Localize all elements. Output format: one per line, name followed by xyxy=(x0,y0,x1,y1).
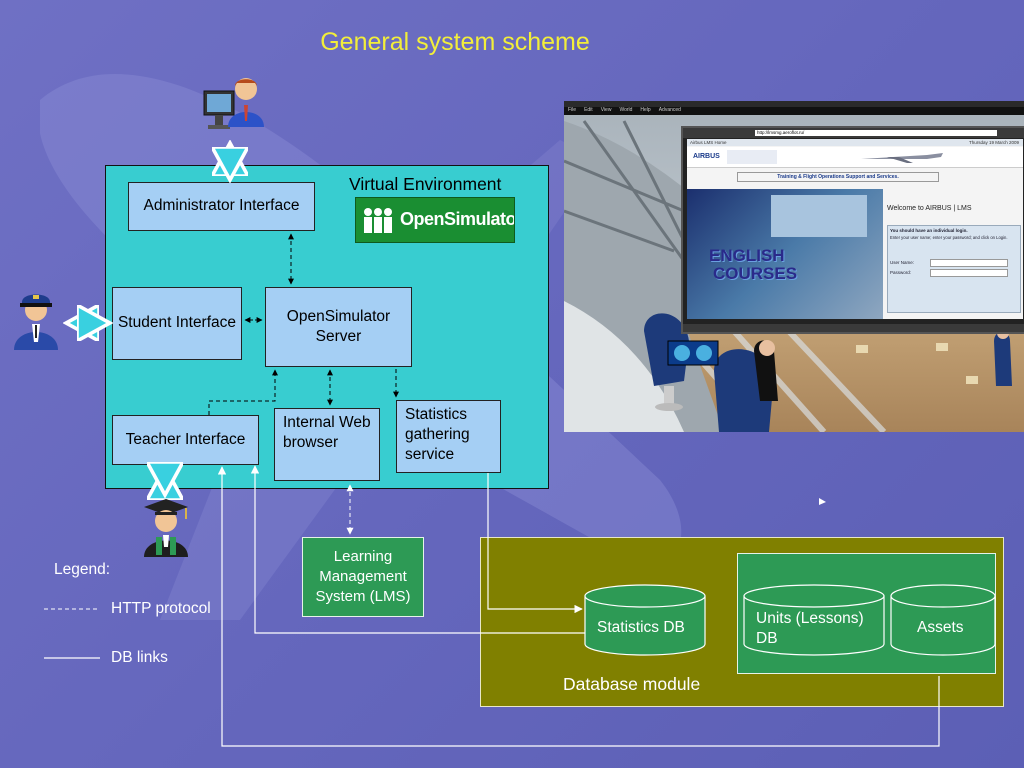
aircraft-photo xyxy=(771,195,867,237)
legend-http-label: HTTP protocol xyxy=(111,600,211,617)
login-panel: You should have an individual login. Ent… xyxy=(887,225,1021,313)
browser-status-bar xyxy=(683,324,1024,332)
lms-banner: Training & Flight Operations Support and… xyxy=(737,172,939,182)
database-module-label: Database module xyxy=(563,674,701,694)
lms-home-tab: Airbus LMS Home xyxy=(687,139,1023,146)
legend-db-label: DB links xyxy=(111,649,168,666)
password-label: Password: xyxy=(890,270,912,275)
menu-item-help[interactable]: Help xyxy=(640,107,651,113)
units-db-label: Units (Lessons) DB xyxy=(756,610,864,648)
username-input[interactable] xyxy=(930,259,1008,267)
password-input[interactable] xyxy=(930,269,1008,277)
virtual-environment-label: Virtual Environment xyxy=(349,174,502,194)
statistics-db-label: Statistics DB xyxy=(597,619,685,636)
lms-web-page: Airbus LMS Home Thursday 19 March 2009 A… xyxy=(687,139,1023,319)
inworld-browser-window: http://lmsmg.aeroflot.ru/ Airbus LMS Hom… xyxy=(681,126,1024,334)
opensimulator-logo: OpenSimulator xyxy=(355,197,515,243)
username-label: User Name: xyxy=(890,260,915,265)
lms-date: Thursday 19 March 2009 xyxy=(968,140,1019,145)
db-link-statisticsdb-server xyxy=(250,465,585,634)
english-courses-line-1: ENGLISH xyxy=(709,246,785,265)
viewer-menu-bar: File Edit View World Help Advanced xyxy=(568,107,681,113)
units-db-cylinder xyxy=(743,584,885,656)
lms-header: AIRBUS xyxy=(687,147,1023,168)
statistics-gathering-service-box: Statistics gathering service xyxy=(396,400,501,473)
opensimulator-server-box: OpenSimulator Server xyxy=(265,287,412,367)
english-courses-title: ENGLISH COURSES xyxy=(709,247,797,283)
menu-item-world[interactable]: World xyxy=(619,107,633,113)
menu-item-advanced[interactable]: Advanced xyxy=(658,107,681,113)
assets-label: Assets xyxy=(917,619,964,636)
administrator-user-icon xyxy=(203,78,264,129)
internal-web-browser-box: Internal Web browser xyxy=(274,408,380,481)
login-detail: Enter your user name; enter your passwor… xyxy=(890,235,1008,240)
opensim-figures-icon xyxy=(364,208,392,233)
teacher-graduate-icon xyxy=(144,499,188,557)
db-link-stats-statisticsdb xyxy=(487,473,583,614)
student-pilot-icon xyxy=(14,294,58,350)
http-link-teacher-server xyxy=(208,369,278,415)
teacher-interface-box: Teacher Interface xyxy=(112,415,259,465)
db-link-assets-teacher xyxy=(217,466,940,747)
student-interface-box: Student Interface xyxy=(112,287,242,360)
opensimulator-logo-text: OpenSimulator xyxy=(400,209,515,229)
english-courses-line-2: COURSES xyxy=(713,263,798,283)
statistics-db-cylinder xyxy=(584,584,706,656)
virtual-world-screenshot: File Edit View World Help Advanced http:… xyxy=(564,101,1024,432)
diagram-title: General system scheme xyxy=(320,28,590,56)
menu-item-edit[interactable]: Edit xyxy=(584,107,593,113)
legend-title: Legend: xyxy=(54,561,111,578)
course-images: ENGLISH COURSES xyxy=(687,189,883,319)
menu-item-file[interactable]: File xyxy=(568,107,577,113)
airplane-banner-icon xyxy=(861,153,943,163)
administrator-interface-box: Administrator Interface xyxy=(128,182,315,231)
menu-item-view[interactable]: View xyxy=(600,107,612,113)
login-hint: You should have an individual login. xyxy=(890,228,968,233)
aeroflot-logo xyxy=(727,150,777,164)
lms-box: Learning Management System (LMS) xyxy=(302,537,424,617)
browser-url-field[interactable]: http://lmsmg.aeroflot.ru/ xyxy=(755,130,997,136)
assets-cylinder xyxy=(890,584,996,656)
airbus-logo: AIRBUS xyxy=(693,153,720,160)
lms-welcome-text: Welcome to AIRBUS | LMS xyxy=(887,205,972,212)
